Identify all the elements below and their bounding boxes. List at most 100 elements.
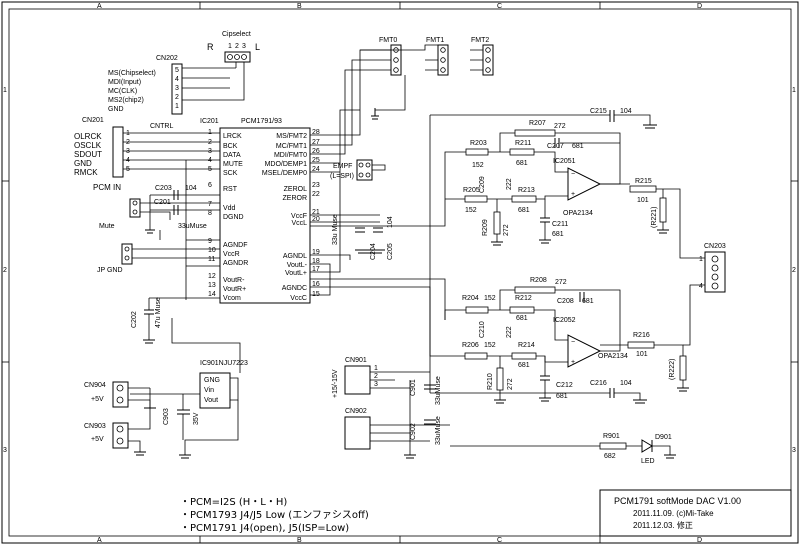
r204-value: 152 [484, 295, 496, 302]
d901-ref: D901 [655, 434, 672, 441]
cn202-ref: CN202 [156, 55, 178, 62]
row-label-1-right: 1 [792, 87, 796, 94]
jpgnd-label: JP GND [97, 267, 123, 274]
ic201-left-pin-name: Vdd [223, 205, 236, 212]
r206-ref: R206 [462, 342, 479, 349]
cn903-ref: CN903 [84, 423, 106, 430]
r209-value: 272 [503, 224, 510, 236]
c201-value: 33uMuse [178, 223, 207, 230]
c212-ref: C212 [556, 382, 573, 389]
c211-value: 681 [552, 231, 564, 238]
c203-ref: C203 [155, 185, 172, 192]
ic201-part: PCM1791/93 [241, 118, 282, 125]
cn901-pin3: 3 [374, 381, 378, 388]
cn201-pin-num: 2 [126, 139, 130, 146]
ic201-left-pin-name: MUTE [223, 161, 243, 168]
r211-value: 681 [516, 160, 528, 167]
c211-ref: C211 [552, 221, 568, 228]
ic201-right-pin-name: MDO/DEMP1 [265, 161, 308, 168]
c204-ref: C204 [370, 243, 377, 260]
c901-c902-caps: C901 33uMuse C902 33uMuse [404, 376, 442, 459]
r222-ref: (R222) [669, 359, 676, 380]
ic201-right-pin-num: 15 [312, 291, 320, 298]
ic201-left-pin-name: BCK [223, 143, 238, 150]
c903-value: 35V [193, 412, 200, 425]
ic201-right-pin-num: 26 [312, 148, 320, 155]
ic201-left-pin-num: 3 [208, 148, 212, 155]
r210-value: 272 [507, 378, 514, 390]
ic201-right-pin-num: 23 [312, 182, 320, 189]
cn201-pin-label: GND [74, 159, 92, 168]
r211-ref: R211 [515, 140, 531, 147]
ic201-left-pin-name: DGND [223, 214, 244, 221]
cn902-ref: CN902 [345, 408, 367, 415]
r203-value: 152 [472, 162, 484, 169]
fmt0-label: FMT0 [379, 37, 397, 44]
notes: ・PCM=I2S (H・L・H) ・PCM1793 J4/J5 Low (エンフ… [180, 497, 369, 534]
ic201-right-pin-name: VoutL- [287, 262, 308, 269]
ic201-left-pin-name: SCK [223, 170, 238, 177]
r204-ref: R204 [462, 295, 479, 302]
opa2-part: OPA2134 [598, 353, 628, 360]
cn202-pin-num: 3 [175, 85, 179, 92]
ic201-right-pin-name: MS/FMT2 [276, 133, 307, 140]
led-label: LED [641, 458, 655, 465]
ic201-left-pin-name: VoutR+ [223, 286, 246, 293]
cn202-pin-label: MC(CLK) [108, 88, 137, 95]
title-line2: 2011.12.03. 修正 [633, 520, 693, 530]
cn201-pin-label: SDOUT [74, 150, 102, 159]
r210-ref: R210 [487, 373, 494, 390]
ic201-left-pin-num: 14 [208, 291, 216, 298]
ic901-regulator: IC901NJU7223 GNG Vin Vout C903 35V [130, 318, 248, 459]
r215-ref: R215 [635, 178, 652, 185]
c205-ref: C205 [387, 243, 394, 260]
row-label-3: 3 [3, 447, 7, 454]
ic201-right-pin-num: 24 [312, 166, 320, 173]
ic201-left-pin-num: 10 [208, 247, 216, 254]
cn201-pin-label: OLRCK [74, 132, 102, 141]
chipselect-pin1: 1 [228, 43, 232, 50]
r216-ref: R216 [633, 332, 650, 339]
chipselect-left: R [207, 42, 214, 52]
ic201: IC201 PCM1791/93 LRCK1BCK2DATA3MUTE4SCK5… [200, 118, 320, 304]
row-label-2-right: 2 [792, 267, 796, 274]
c212-value: 681 [556, 393, 568, 400]
ic201-right-pin-name: AGNDL [283, 253, 307, 260]
ic2052-ref: IC2052 [553, 317, 576, 324]
col-label-d-bottom: D [697, 537, 702, 544]
r205-value: 152 [465, 207, 477, 214]
chipselect-pin3: 3 [242, 43, 246, 50]
fmt-jumpers: FMT0 FMT1 FMT2 [310, 37, 494, 155]
pcm-in-wiring [123, 132, 220, 300]
r203-ref: R203 [470, 140, 487, 147]
mute-label: Mute [99, 223, 115, 230]
ic201-left-pin-num: 8 [208, 210, 212, 217]
empf-label: EMPF [333, 163, 352, 170]
ic201-right-pin-num: 20 [312, 216, 320, 223]
fmt2-label: FMT2 [471, 37, 489, 44]
ic201-left-pins: LRCK1BCK2DATA3MUTE4SCK5RST6Vdd7DGND8AGND… [208, 129, 248, 302]
note-2: ・PCM1793 J4/J5 Low (エンファシスoff) [180, 510, 369, 521]
ic201-right-pin-num: 18 [312, 258, 320, 265]
cn201-pin-num: 3 [126, 148, 130, 155]
cn202-connector: CN202 MS(Chipselect)5MDI(Input)4MC(CLK)3… [108, 55, 237, 130]
r216-value: 101 [636, 351, 648, 358]
ic201-right-pin-num: 28 [312, 129, 320, 136]
ic201-right-pin-num: 21 [312, 209, 320, 216]
cn201-ref: CN201 [82, 117, 104, 124]
col-label-a-bottom: A [97, 537, 102, 544]
cn202-sub: CNTRL [150, 123, 173, 130]
cn203-connector: CN203 1 4 [699, 243, 726, 293]
cn202-pin-label: MS(Chipselect) [108, 70, 156, 77]
cn202-pin-label: MS2(chip2) [108, 97, 144, 104]
cn201-pin-label: RMCK [74, 168, 98, 177]
cn202-pins: MS(Chipselect)5MDI(Input)4MC(CLK)3MS2(ch… [108, 67, 179, 113]
r212-value: 681 [516, 315, 528, 322]
cn901-connector: CN901 +15/-15V 1 2 3 [332, 357, 430, 398]
empf-sub: (L=SPI) [330, 173, 354, 180]
r206-value: 152 [484, 342, 496, 349]
c902-value: 33uMuse [435, 416, 442, 445]
chipselect-jumper: Cipselect R L 1 2 3 [182, 31, 260, 101]
jpgnd-jumper: JP GND [97, 243, 220, 274]
r209-ref: R209 [482, 219, 489, 236]
